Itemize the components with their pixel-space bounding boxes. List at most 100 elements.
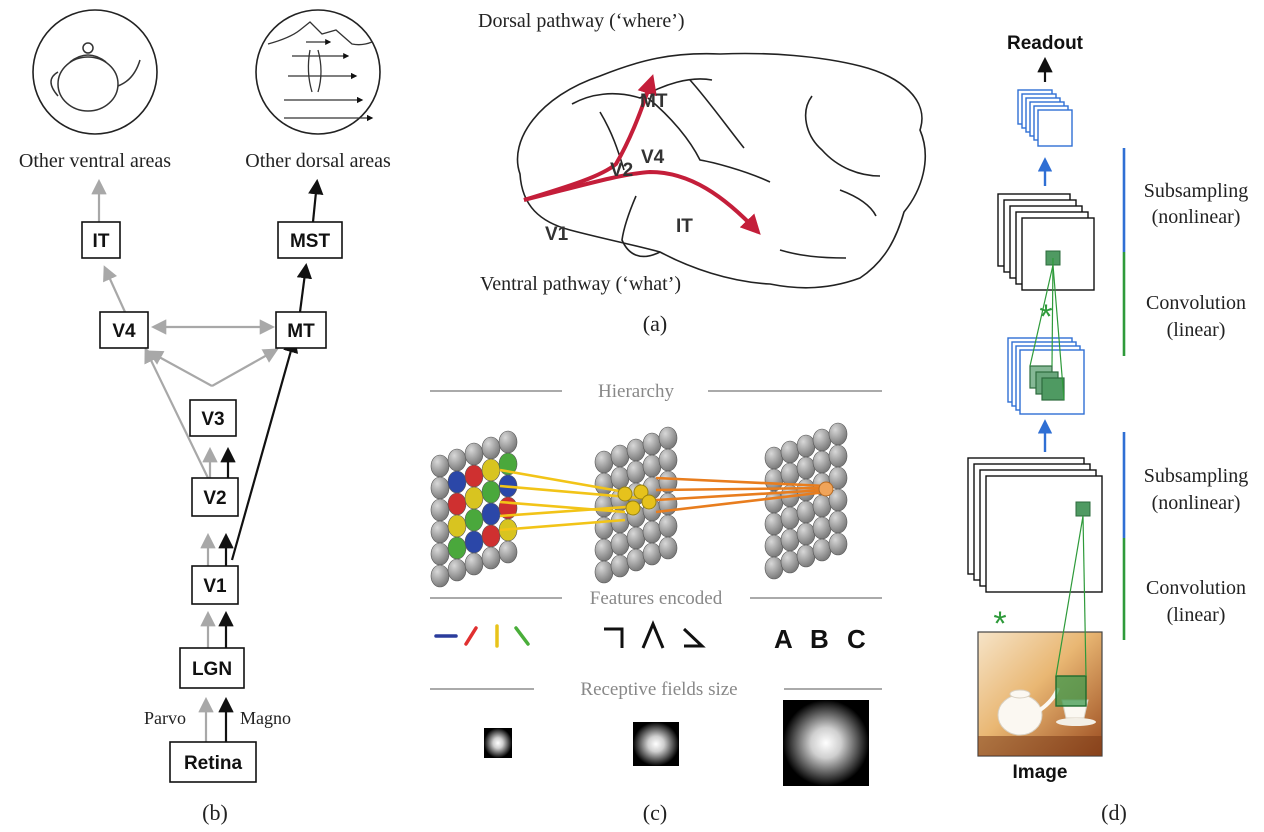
conv1-links [1055, 515, 1087, 677]
brain-outline [516, 52, 927, 289]
neuron [796, 544, 816, 568]
panel-b: Other ventral areas Other dorsal areas [19, 9, 391, 825]
convolution-label-1: Convolution [1146, 292, 1246, 314]
neuron [498, 430, 518, 454]
neuron [658, 448, 678, 472]
neuron [481, 502, 501, 526]
nonlinear-label-2: (nonlinear) [1152, 492, 1241, 514]
panel-a: Dorsal pathway (‘where’) Ventral pathway… [478, 10, 927, 336]
svg-text:MST: MST [290, 231, 331, 252]
ventral-pathway-label: Ventral pathway (‘what’) [480, 273, 681, 295]
neuron [828, 422, 848, 446]
neuron [594, 538, 614, 562]
letter-features: A B C [774, 624, 866, 654]
panel-d: Readout [967, 33, 1248, 825]
area-v1-label: V1 [545, 224, 569, 245]
hierarchy-arrows [91, 178, 324, 742]
neuron [658, 514, 678, 538]
node-v1: V1 [191, 565, 239, 605]
active-neuron [625, 500, 641, 516]
neuron [447, 492, 467, 516]
input-image [977, 631, 1103, 757]
neuron [498, 540, 518, 564]
neuron [764, 512, 784, 536]
neuron [828, 510, 848, 534]
node-lgn: LGN [179, 647, 245, 689]
neuron [447, 514, 467, 538]
neuron [610, 444, 630, 468]
svg-text:V4: V4 [112, 321, 136, 342]
convolution-label-2: Convolution [1146, 577, 1246, 599]
neuron [642, 542, 662, 566]
neuron [430, 564, 450, 588]
letter-c: C [847, 624, 866, 654]
neuron [594, 560, 614, 584]
neuron [610, 466, 630, 490]
neuron [447, 470, 467, 494]
neuron [812, 538, 832, 562]
conv2-feature-maps [997, 193, 1095, 291]
neuron [481, 458, 501, 482]
magno-label: Magno [240, 708, 291, 728]
neuron [464, 442, 484, 466]
neuron [594, 472, 614, 496]
caption-a: (a) [643, 311, 667, 336]
connection [499, 518, 626, 532]
conv1-feature-maps [967, 457, 1103, 593]
pathway-arrows [523, 74, 761, 235]
area-it-label: IT [676, 216, 693, 237]
neuron [481, 480, 501, 504]
neuron [626, 548, 646, 572]
neuron [642, 454, 662, 478]
svg-text:LGN: LGN [192, 659, 232, 680]
neuron [780, 440, 800, 464]
neuron-layers [430, 422, 848, 588]
connection [499, 484, 641, 500]
node-it: IT [81, 221, 121, 259]
neuron [642, 520, 662, 544]
caption-b: (b) [202, 800, 228, 825]
neuron [626, 526, 646, 550]
panel-c: Hierarchy Features encoded A B C Recepti… [430, 381, 882, 825]
neuron [447, 536, 467, 560]
dorsal-pathway-label: Dorsal pathway (‘where’) [478, 10, 685, 32]
neuron [796, 456, 816, 480]
connection [655, 490, 827, 514]
neuron [430, 542, 450, 566]
active-neuron [641, 494, 657, 510]
active-neuron [818, 481, 834, 497]
node-mt: MT [275, 311, 327, 349]
other-dorsal-label: Other dorsal areas [245, 150, 391, 172]
svg-text:Retina: Retina [184, 753, 243, 774]
neuron [658, 536, 678, 560]
svg-text:MT: MT [287, 321, 315, 342]
node-v4: V4 [99, 311, 149, 349]
neuron [828, 444, 848, 468]
conv2-links [1029, 257, 1065, 401]
neuron [764, 534, 784, 558]
caption-c: (c) [643, 800, 667, 825]
readout-label: Readout [1007, 33, 1084, 54]
node-retina: Retina [169, 741, 257, 783]
node-v2: V2 [191, 477, 239, 517]
neuron [658, 426, 678, 450]
neuron [430, 476, 450, 500]
neuron [642, 432, 662, 456]
connection [499, 500, 626, 514]
readout-feature-maps [1017, 89, 1073, 147]
neuron [464, 552, 484, 576]
neuron [481, 524, 501, 548]
neuron [780, 506, 800, 530]
neuron [610, 554, 630, 578]
area-mt-label: MT [640, 91, 668, 112]
neuron [464, 486, 484, 510]
linear-label-2: (linear) [1167, 604, 1226, 626]
conv2-asterisk: * [1039, 298, 1052, 336]
neuron [812, 428, 832, 452]
letter-a: A [774, 624, 793, 654]
connection [499, 468, 626, 494]
parvo-label: Parvo [144, 708, 186, 728]
corner-features [604, 620, 706, 649]
connection [655, 476, 827, 488]
